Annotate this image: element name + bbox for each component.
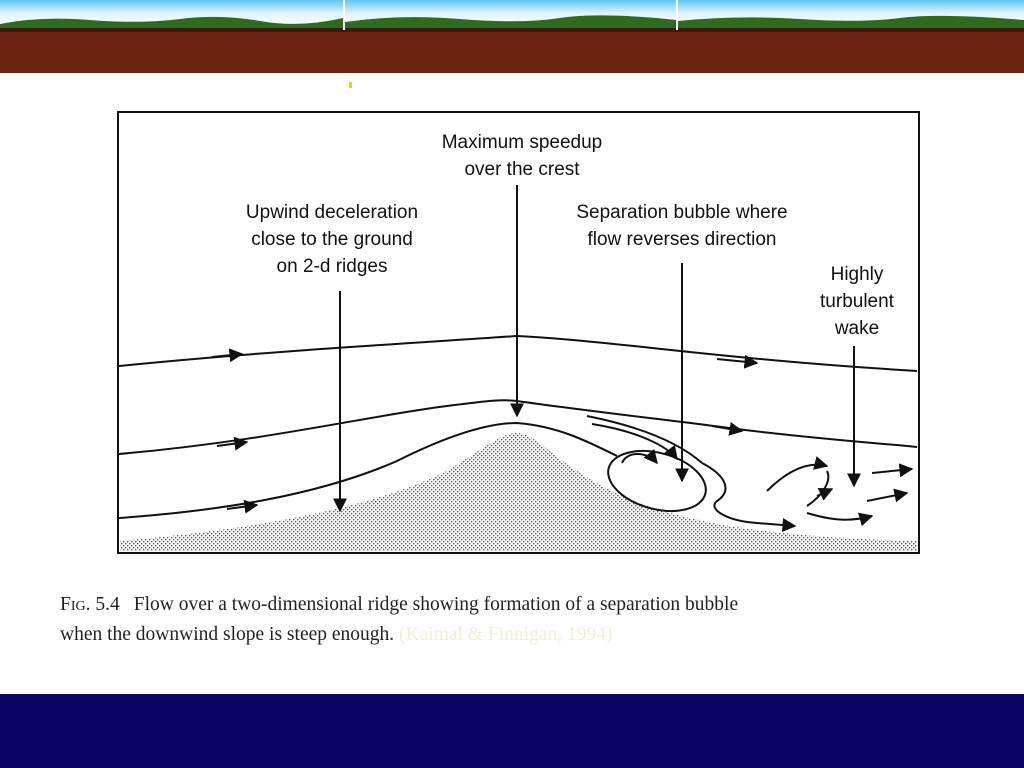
label-upwind-deceleration: Upwind deceleration close to the ground …	[207, 199, 457, 280]
label-line: over the crest	[464, 159, 580, 180]
caption-line-2: when the downwind slope is steep enough.…	[60, 620, 1000, 650]
label-line: flow reverses direction	[587, 229, 777, 250]
label-turbulent-wake: Highly turbulent wake	[797, 261, 917, 342]
caption-text-2: when the downwind slope is steep enough.	[60, 624, 395, 645]
label-line: Maximum speedup	[441, 132, 603, 153]
label-line: Separation bubble where	[576, 202, 788, 223]
label-line: Upwind deceleration	[245, 202, 419, 223]
label-maximum-speedup: Maximum speedup over the crest	[409, 129, 635, 183]
figure-number: Fig. 5.4	[60, 594, 120, 615]
caption-line-1: Fig. 5.4 Flow over a two-dimensional ridg…	[60, 590, 1000, 620]
footer-bar	[0, 694, 1024, 768]
streamline-bottom	[118, 421, 618, 519]
figure-caption: Fig. 5.4 Flow over a two-dimensional ridg…	[60, 590, 1000, 650]
label-separation-bubble: Separation bubble where flow reverses di…	[527, 199, 837, 253]
label-line: close to the ground	[251, 229, 413, 250]
header-banner	[0, 0, 1024, 73]
citation: (Kaimal & Finnigan, 1994)	[399, 624, 613, 645]
label-line: turbulent	[820, 291, 894, 312]
stray-mark	[349, 82, 352, 88]
label-line: Highly	[830, 264, 884, 285]
ridge	[120, 433, 917, 551]
label-line: wake	[834, 318, 880, 339]
label-line: on 2-d ridges	[276, 256, 388, 277]
caption-text-1: Flow over a two-dimensional ridge showin…	[133, 594, 739, 615]
flow-diagram: Maximum speedup over the crest Upwind de…	[117, 111, 920, 554]
